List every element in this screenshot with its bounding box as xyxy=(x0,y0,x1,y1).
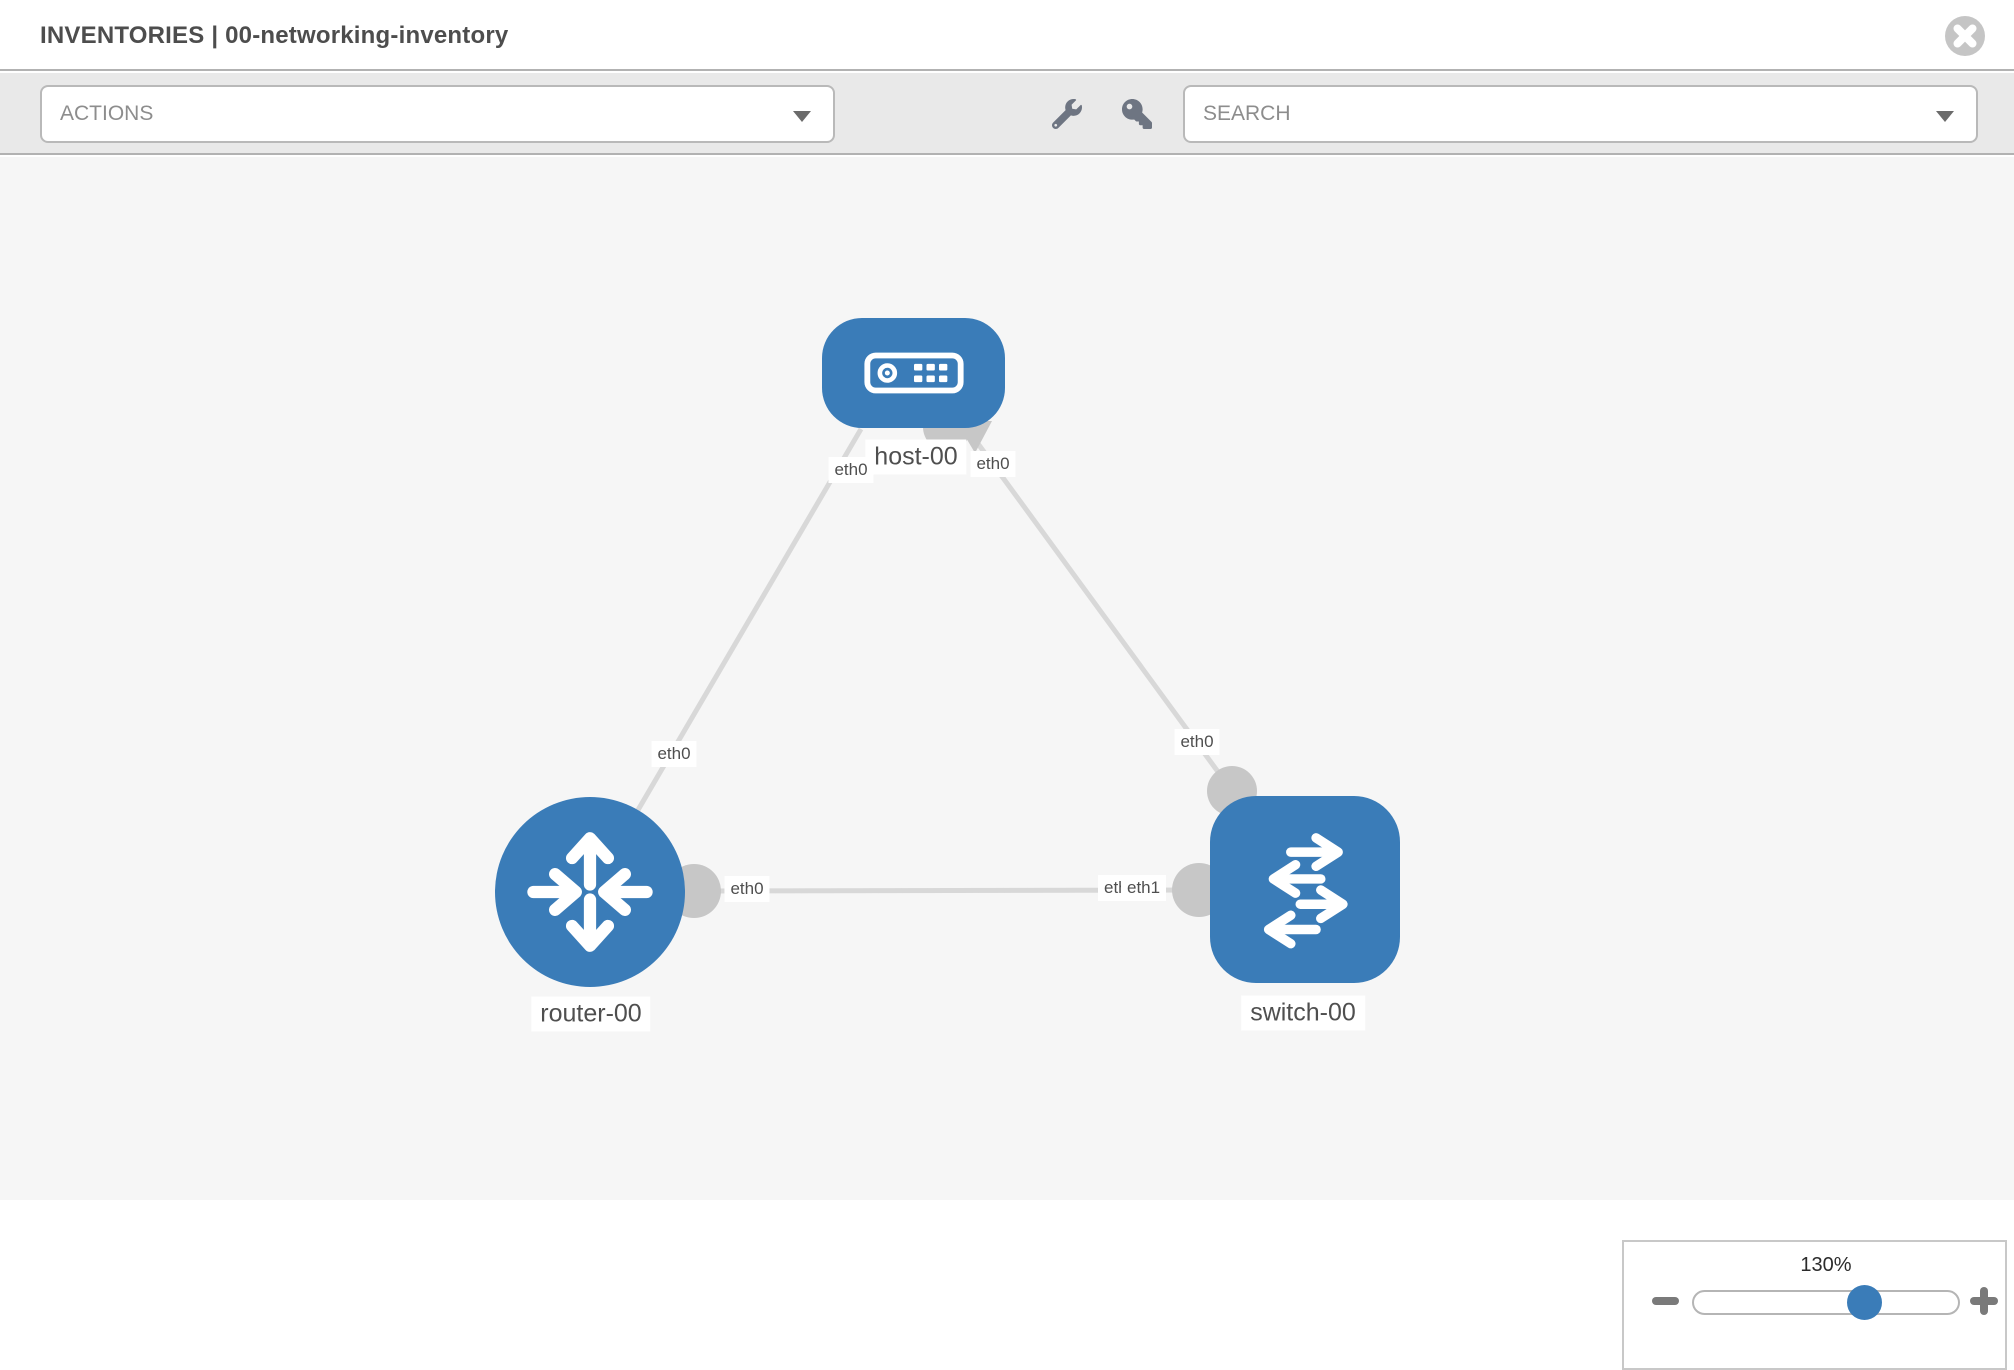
chevron-down-icon xyxy=(793,111,811,122)
times-circle-icon xyxy=(1945,16,1985,56)
node-label-switch-00: switch-00 xyxy=(1241,995,1365,1031)
iface-label-switch-eth1-to-router: eth1 xyxy=(1121,875,1167,901)
iface-label-host-eth0-to-router: eth0 xyxy=(828,457,874,483)
search-dropdown-label: SEARCH xyxy=(1203,102,1291,125)
node-host-00[interactable] xyxy=(822,318,1005,428)
iface-label-router-eth0-to-switch: eth0 xyxy=(724,876,770,902)
node-label-host-00: host-00 xyxy=(865,439,967,475)
configure-button[interactable] xyxy=(1050,99,1084,130)
iface-label-switch-eth0-to-host: eth0 xyxy=(1174,729,1220,755)
server-icon xyxy=(863,352,964,394)
header-bar: INVENTORIES | 00-networking-inventory xyxy=(0,0,2014,71)
page-title: INVENTORIES | 00-networking-inventory xyxy=(40,22,509,49)
zoom-level-value: 130% xyxy=(1800,1254,1852,1276)
zoom-control-panel: 130% xyxy=(1622,1240,2007,1370)
topology-links-layer xyxy=(587,403,1257,918)
actions-dropdown[interactable]: ACTIONS xyxy=(40,85,835,143)
credentials-button[interactable] xyxy=(1120,99,1154,129)
wrench-icon xyxy=(1051,99,1082,130)
chevron-down-icon xyxy=(1936,111,1954,122)
iface-label-router-eth0-to-host: eth0 xyxy=(651,741,697,767)
node-router-00[interactable] xyxy=(495,797,685,987)
key-icon xyxy=(1122,99,1152,129)
switch-arrows-icon xyxy=(1263,832,1348,948)
actions-dropdown-label: ACTIONS xyxy=(60,102,154,125)
plus-icon[interactable] xyxy=(1970,1287,1998,1315)
connector-host-eth0b xyxy=(956,421,992,453)
node-switch-00[interactable] xyxy=(1210,796,1400,983)
search-dropdown[interactable]: SEARCH xyxy=(1183,85,1978,143)
topology-canvas[interactable]: host-00 router-00 switch-00 eth0 eth0 et… xyxy=(0,157,2014,1370)
zoom-slider-track[interactable] xyxy=(1692,1290,1960,1315)
zoom-slider-thumb[interactable] xyxy=(1847,1285,1882,1320)
node-label-router-00: router-00 xyxy=(531,996,651,1032)
router-arrows-icon xyxy=(527,832,653,952)
iface-label-host-eth0-to-switch: eth0 xyxy=(970,451,1016,477)
close-button[interactable] xyxy=(1944,15,1986,57)
minus-icon[interactable] xyxy=(1652,1297,1679,1305)
toolbar: ACTIONS SEARCH xyxy=(0,73,2014,155)
